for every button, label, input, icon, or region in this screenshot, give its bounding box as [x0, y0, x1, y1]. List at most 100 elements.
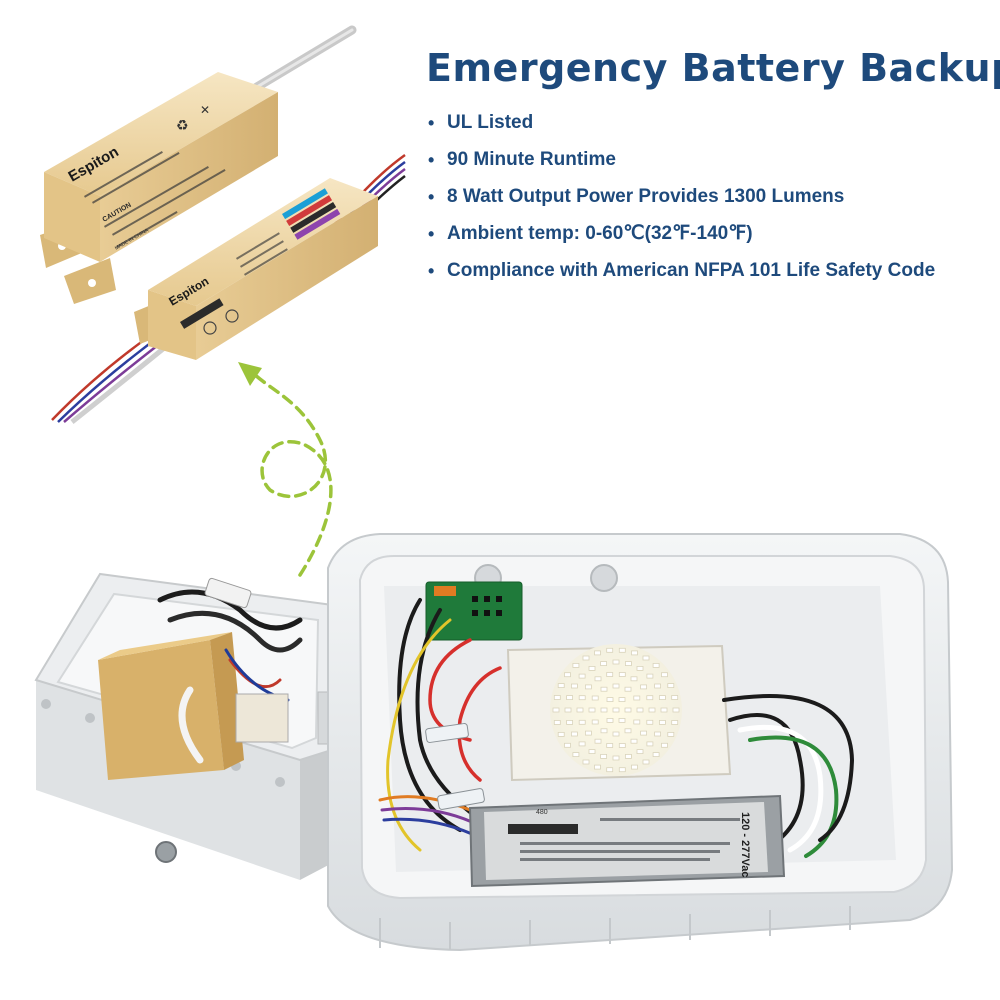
led-chip: [667, 683, 675, 688]
led-chip: [618, 672, 626, 677]
led-chip: [594, 650, 601, 656]
led-chip: [648, 707, 656, 713]
led-chip: [636, 749, 644, 754]
feature-text: Ambient temp: 0-60℃(32℉-140℉): [447, 223, 753, 244]
led-chip: [625, 661, 632, 666]
screw-post: [590, 564, 618, 592]
led-chip: [642, 655, 650, 661]
bullet-icon: •: [428, 261, 435, 281]
led-chip: [646, 695, 654, 701]
wire-connector: [425, 723, 469, 743]
led-chip: [640, 730, 647, 736]
led-chip: [578, 741, 586, 747]
led-chip: [557, 732, 565, 737]
led-chip: [564, 672, 571, 678]
feature-item: •90 Minute Runtime: [428, 145, 935, 182]
led-chip: [600, 707, 608, 713]
feature-text: 90 Minute Runtime: [447, 149, 616, 170]
led-chip: [612, 755, 620, 761]
led-chip: [588, 666, 596, 671]
led-chip: [618, 767, 626, 773]
bullet-icon: •: [428, 113, 435, 133]
led-chip: [585, 684, 592, 690]
led-chip: [600, 728, 608, 734]
led-chip: [661, 742, 668, 748]
led-chip: [572, 752, 580, 757]
led-chip: [624, 686, 632, 692]
led-chip: [566, 695, 573, 700]
recycle-icon: ♻: [176, 118, 189, 134]
led-chip: [633, 719, 641, 725]
led-chip: [594, 676, 602, 682]
led-chip: [625, 754, 632, 759]
led-chip: [591, 719, 599, 725]
led-chip: [564, 707, 572, 713]
wire-connector: [204, 577, 252, 609]
led-chip: [654, 731, 661, 737]
bullet-icon: •: [428, 187, 435, 207]
feature-item: • Ambient temp: 0-60℃(32℉-140℉): [428, 219, 935, 256]
led-driver: 120 - 277Vac 480: [468, 794, 786, 888]
led-chip: [652, 663, 660, 668]
led-chip: [572, 663, 580, 668]
led-chip: [564, 742, 571, 748]
led-chip: [636, 707, 644, 713]
bullet-icon: •: [428, 224, 435, 244]
led-chip: [552, 707, 560, 713]
feature-item: • Compliance with American NFPA 101 Life …: [428, 256, 935, 293]
led-chip: [576, 707, 584, 713]
led-chip: [659, 695, 666, 700]
led-chip: [624, 707, 632, 713]
led-chip: [630, 676, 638, 682]
bin-icon: ✕: [200, 103, 210, 117]
driver-code: 480: [536, 809, 548, 816]
led-chip: [578, 673, 586, 679]
led-chip: [659, 720, 666, 725]
driver-module: Espiton: [134, 178, 378, 360]
led-chip: [667, 732, 675, 737]
led-chip: [585, 730, 592, 736]
led-chip: [652, 752, 660, 757]
led-chip: [553, 720, 561, 725]
page-title: Emergency Battery Backup: [426, 46, 1000, 90]
led-chip: [582, 759, 590, 765]
led-chip: [571, 731, 578, 737]
led-chip: [600, 686, 608, 692]
battery-product-photo: Espiton CAUTION MADE IN CHINA ♻ ✕ Espito…: [40, 25, 406, 424]
led-chip: [671, 720, 679, 725]
led-chip: [640, 684, 647, 690]
led-chip: [606, 647, 614, 653]
led-chip: [630, 738, 638, 744]
led-chip: [631, 764, 638, 770]
indicator-button: [155, 841, 177, 863]
feature-text: Compliance with American NFPA 101 Life S…: [447, 260, 936, 281]
led-chip: [646, 719, 654, 725]
led-array: [552, 647, 680, 773]
led-chip: [588, 749, 596, 754]
led-chip: [600, 661, 607, 666]
led-chip: [612, 707, 620, 713]
led-chip: [661, 672, 668, 678]
led-chip: [571, 683, 578, 689]
led-chip: [672, 707, 680, 713]
led-chip: [606, 767, 614, 773]
arrow-head-icon: [238, 362, 262, 386]
connection-arrow: [238, 362, 333, 577]
led-chip: [612, 683, 620, 689]
led-chip: [646, 673, 654, 679]
led-chip: [578, 719, 586, 725]
feature-text: UL Listed: [447, 112, 534, 133]
led-chip: [612, 659, 620, 665]
feature-item: •8 Watt Output Power Provides 1300 Lumen…: [428, 182, 935, 219]
led-chip: [636, 666, 644, 671]
led-chip: [642, 759, 650, 765]
led-chip: [557, 683, 565, 688]
led-chip: [624, 728, 632, 734]
led-chip: [618, 743, 626, 748]
certification-icon: [203, 321, 217, 335]
battery-pack: Espiton CAUTION MADE IN CHINA ♻ ✕: [40, 72, 278, 304]
led-chip: [553, 695, 561, 700]
led-chip: [588, 707, 596, 713]
led-chip: [654, 683, 661, 689]
ul-icon: [225, 309, 239, 323]
